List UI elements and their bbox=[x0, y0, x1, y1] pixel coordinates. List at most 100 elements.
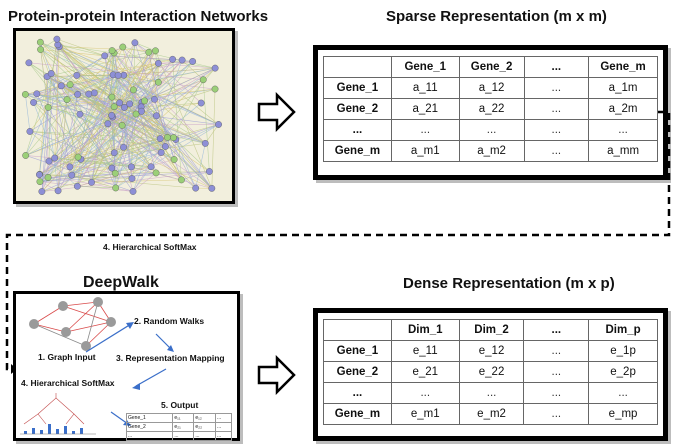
network-edge bbox=[40, 41, 124, 76]
network-node bbox=[138, 107, 145, 115]
network-node bbox=[38, 188, 46, 195]
cell: a_m2 bbox=[458, 140, 525, 162]
network-edge bbox=[39, 114, 81, 182]
network-node bbox=[57, 82, 65, 90]
network-edge bbox=[25, 94, 78, 156]
softmax-bar bbox=[80, 428, 83, 434]
network-node bbox=[114, 71, 122, 79]
softmax-bar bbox=[64, 426, 67, 434]
network-edge bbox=[28, 62, 204, 81]
mini-output-table: Gene_1 e₁₁ e₁₂ ... Gene_2 e₂₁ e₂₂ ... ..… bbox=[125, 413, 233, 441]
network-node bbox=[30, 99, 37, 106]
network-node bbox=[128, 175, 136, 182]
row-label: Gene_2 bbox=[323, 361, 392, 383]
row-label: Gene_1 bbox=[323, 77, 392, 99]
network-edge bbox=[158, 61, 193, 64]
cell: Gene_1 bbox=[125, 413, 174, 423]
network-node bbox=[101, 52, 109, 60]
network-edge bbox=[29, 131, 166, 147]
deepwalk-title: DeepWalk bbox=[83, 274, 159, 291]
network-node bbox=[112, 184, 120, 192]
network-node bbox=[120, 143, 127, 151]
network-edge bbox=[133, 89, 157, 173]
network-node bbox=[22, 152, 30, 159]
network-edge bbox=[47, 52, 149, 77]
network-edge bbox=[57, 44, 168, 138]
network-edge bbox=[104, 55, 113, 98]
network-edge bbox=[112, 74, 142, 112]
cell: e_22 bbox=[458, 361, 525, 383]
network-node bbox=[108, 93, 116, 101]
network-node bbox=[189, 58, 197, 65]
step-representation-mapping: 3. Representation Mapping bbox=[116, 353, 225, 363]
network-node bbox=[118, 121, 126, 129]
network-node bbox=[152, 169, 160, 177]
network-node bbox=[162, 143, 169, 150]
table-row: Gene_m a_m1 a_m2 ... a_mm bbox=[323, 140, 658, 162]
network-node bbox=[66, 81, 74, 88]
network-edge bbox=[48, 160, 116, 174]
network-node bbox=[44, 104, 52, 111]
network-node bbox=[154, 78, 162, 86]
network-node bbox=[110, 149, 118, 157]
cell: ... bbox=[523, 340, 590, 362]
network-edge bbox=[25, 94, 31, 132]
step-output: 5. Output bbox=[161, 400, 199, 410]
network-edge bbox=[57, 94, 78, 191]
network-edge bbox=[29, 131, 71, 168]
network-node bbox=[108, 111, 116, 119]
network-edge bbox=[69, 46, 124, 168]
network-edge bbox=[132, 152, 162, 192]
network-edge bbox=[118, 75, 219, 125]
network-edge bbox=[41, 46, 60, 192]
network-node bbox=[37, 46, 44, 53]
network-node bbox=[170, 156, 178, 163]
row-label: Gene_2 bbox=[323, 98, 392, 120]
cell: e₁₂ bbox=[193, 413, 216, 423]
sparse-title: Sparse Representation (m x m) bbox=[386, 8, 607, 25]
softmax-bar bbox=[24, 431, 27, 434]
cell: Gene_2 bbox=[125, 422, 174, 432]
network-edge bbox=[135, 113, 182, 181]
network-edge bbox=[131, 67, 216, 168]
network-node bbox=[116, 99, 124, 107]
network-node bbox=[74, 153, 82, 161]
network-edge bbox=[33, 102, 55, 159]
network-edge bbox=[46, 76, 113, 169]
network-edge bbox=[91, 50, 113, 183]
network-edge bbox=[28, 62, 116, 174]
network-node bbox=[104, 120, 112, 128]
cell: e_mp bbox=[588, 403, 658, 425]
softmax-bar bbox=[72, 431, 75, 434]
network-node bbox=[156, 135, 164, 143]
network-node bbox=[153, 112, 160, 120]
cell: e_1p bbox=[588, 340, 658, 362]
network-node bbox=[178, 56, 186, 64]
cell: ... bbox=[214, 422, 233, 432]
dense-matrix-table: Dim_1 Dim_2 ... Dim_p Gene_1 e_11 e_12 .… bbox=[323, 319, 658, 425]
network-edge bbox=[107, 82, 159, 124]
network-edge bbox=[57, 44, 105, 57]
network-edge bbox=[48, 103, 130, 162]
network-edge bbox=[121, 59, 183, 126]
network-edge bbox=[119, 59, 183, 104]
network-edge bbox=[25, 94, 116, 174]
network-edge bbox=[131, 166, 212, 189]
network-node bbox=[53, 35, 61, 43]
network-edge bbox=[134, 42, 156, 52]
network-edge bbox=[91, 147, 124, 183]
cell: ... bbox=[588, 382, 658, 404]
network-edge bbox=[91, 179, 182, 183]
network-edge bbox=[25, 155, 55, 159]
deepwalk-graphic bbox=[20, 297, 174, 435]
network-edge bbox=[76, 75, 113, 98]
network-edge bbox=[141, 67, 216, 112]
network-node bbox=[192, 184, 200, 192]
network-node bbox=[201, 139, 209, 147]
network-edge bbox=[122, 124, 219, 126]
network-edge bbox=[80, 138, 161, 160]
cell: ... bbox=[172, 431, 195, 441]
network-edge bbox=[124, 42, 136, 108]
cell: a_22 bbox=[458, 98, 525, 120]
cell: ... bbox=[390, 382, 460, 404]
